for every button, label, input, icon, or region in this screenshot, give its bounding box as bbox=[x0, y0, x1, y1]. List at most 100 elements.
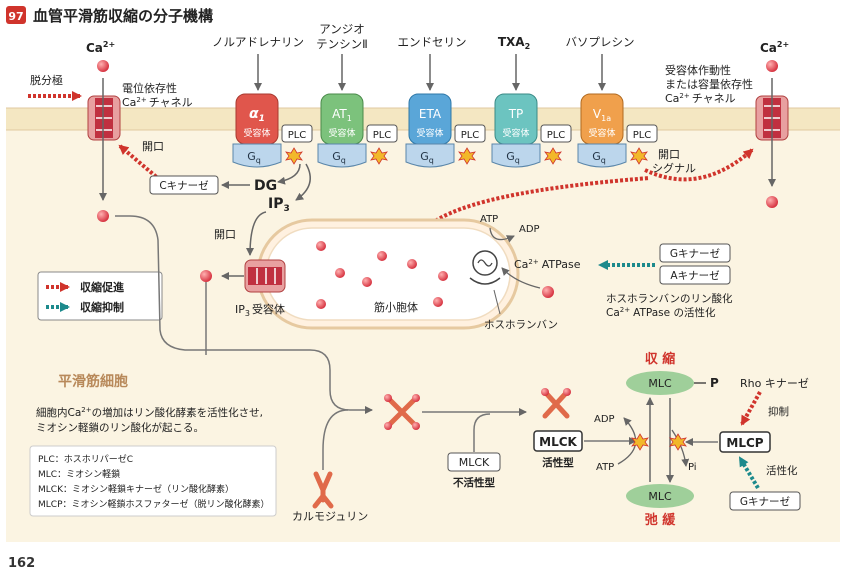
signal-to-sr-arrow bbox=[416, 176, 651, 240]
legend-inhibit-label: 収縮抑制 bbox=[80, 300, 124, 314]
svg-text:受容体: 受容体 bbox=[588, 127, 615, 139]
svg-text:Gq: Gq bbox=[506, 150, 520, 165]
gq-protein: Gq bbox=[405, 143, 455, 168]
svg-text:受容体: 受容体 bbox=[243, 127, 270, 139]
open-label-left: 開口 bbox=[142, 140, 164, 153]
svg-text:Gq: Gq bbox=[247, 150, 261, 165]
activate-label: 活性化 bbox=[766, 464, 798, 477]
svg-text:PLC: PLC bbox=[461, 130, 480, 141]
phospho-note-1: ホスホランバンのリン酸化 bbox=[606, 292, 733, 305]
phospholamban-pointer bbox=[493, 289, 501, 315]
ip3-to-receptor-arrow bbox=[246, 211, 267, 256]
calcium-ion bbox=[97, 210, 109, 222]
calcium-ion bbox=[200, 270, 212, 282]
ca-flow-line bbox=[115, 215, 373, 414]
mlck-active-label: 活性型 bbox=[542, 456, 574, 469]
gq-protein: Gq bbox=[491, 143, 541, 168]
gq-protein: Gq bbox=[577, 143, 627, 168]
calcium-ion bbox=[335, 268, 345, 278]
activation-burst-icon bbox=[370, 147, 388, 165]
phospho-note-2: Ca2+ATPase の活性化 bbox=[606, 306, 716, 319]
mlck-active-box: MLCK bbox=[533, 430, 583, 452]
ip3-open-label: 開口 bbox=[214, 228, 236, 241]
plc-box: PLC bbox=[281, 124, 313, 143]
vdcc-label-1: 電位依存性 bbox=[122, 81, 177, 95]
calmodulin-flow-line bbox=[322, 409, 349, 470]
g-kinase-activate-arrow bbox=[738, 456, 760, 490]
ip3-receptor-channel bbox=[244, 259, 286, 293]
calcium-ion bbox=[377, 251, 387, 261]
c-kinase-open-arrow bbox=[118, 144, 162, 182]
activation-burst-icon bbox=[285, 147, 303, 165]
ligand-noradrenaline: ノルアドレナリン bbox=[212, 35, 304, 49]
receptor-tp: TP 受容体 bbox=[494, 93, 538, 145]
svg-text:Aキナーゼ: Aキナーゼ bbox=[670, 270, 720, 282]
svg-text:受容体: 受容体 bbox=[416, 127, 443, 139]
ligand-angiotensin-1: アンジオ bbox=[319, 22, 365, 36]
mlc-dephosphorylated bbox=[626, 484, 694, 508]
svg-text:ETA: ETA bbox=[419, 107, 442, 121]
rho-kinase-inhibit-arrow bbox=[740, 391, 762, 426]
figure-number-badge bbox=[6, 6, 26, 24]
calcium-ion bbox=[766, 196, 778, 208]
svg-text:MLCK: MLCK bbox=[539, 435, 577, 449]
dg-label: DG bbox=[254, 178, 277, 194]
sr-label: 筋小胞体 bbox=[374, 300, 418, 314]
ca-label-right: Ca2+ bbox=[760, 40, 789, 55]
ligand-angiotensin-2: テンシンⅡ bbox=[316, 37, 368, 51]
svg-text:AT1: AT1 bbox=[332, 107, 352, 123]
calcium-ion bbox=[97, 60, 109, 72]
relaxation-label: 弛 緩 bbox=[645, 512, 677, 528]
svg-text:TP: TP bbox=[508, 107, 524, 121]
receptor-alpha1: α1 受容体 bbox=[235, 93, 279, 145]
svg-text:PLC: PLC bbox=[633, 130, 652, 141]
c-kinase-box: Cキナーゼ bbox=[149, 175, 219, 195]
plc-box: PLC bbox=[454, 124, 486, 143]
contraction-label: 収 縮 bbox=[645, 351, 676, 367]
cell-note-1: 細胞内Ca2+の増加はリン酸化酵素を活性化させ, bbox=[36, 406, 263, 419]
inhibit-label: 抑制 bbox=[768, 405, 789, 418]
mlc-adp-label: ADP bbox=[594, 414, 615, 425]
open-signal-label-2: シグナル bbox=[652, 161, 696, 175]
svg-text:α1: α1 bbox=[249, 106, 265, 124]
calcium-ion bbox=[316, 299, 326, 309]
ligand-txa2: TXA2 bbox=[498, 35, 530, 51]
mlc-phosphorylated-label: MLC bbox=[648, 377, 672, 390]
figure-title: 血管平滑筋収縮の分子機構 bbox=[33, 7, 213, 25]
plc-box: PLC bbox=[626, 124, 658, 143]
svg-text:受容体: 受容体 bbox=[502, 127, 529, 139]
calcium-ion bbox=[438, 271, 448, 281]
pi-label: Pi bbox=[688, 462, 697, 473]
glossary-item: PLC：ホスホリパーゼC bbox=[38, 453, 133, 465]
phospholamban-label: ホスホランバン bbox=[484, 319, 558, 331]
g-kinase-box: Gキナーゼ bbox=[659, 243, 731, 263]
svg-text:PLC: PLC bbox=[547, 130, 566, 141]
svg-text:受容体: 受容体 bbox=[328, 127, 355, 139]
plc-box: PLC bbox=[366, 124, 398, 143]
ca-atpase-pump bbox=[469, 250, 501, 285]
mlck-activation-line bbox=[473, 413, 491, 452]
glossary-item: MLC：ミオシン軽鎖 bbox=[38, 468, 120, 480]
sr-adp-label: ADP bbox=[519, 224, 540, 235]
svg-text:V1a: V1a bbox=[593, 107, 611, 123]
ca-reuptake-arrow bbox=[501, 267, 541, 289]
glossary-item: MLCP：ミオシン軽鎖ホスファターゼ（脱リン酸化酵素） bbox=[38, 498, 270, 510]
mlck-inactive-label: 不活性型 bbox=[453, 476, 495, 489]
atp-hydrolysis-arrow bbox=[489, 227, 515, 243]
sr-atp-label: ATP bbox=[480, 214, 498, 225]
figure-number: 97 bbox=[8, 10, 23, 23]
svg-text:Gq: Gq bbox=[332, 150, 346, 165]
legend-promote-label: 収縮促進 bbox=[80, 280, 125, 294]
svg-text:Gq: Gq bbox=[420, 150, 434, 165]
gq-protein: Gq bbox=[317, 143, 367, 168]
receptor-at1: AT1 受容体 bbox=[320, 93, 364, 145]
vdcc-label-2: Ca2+チャネル bbox=[122, 96, 193, 109]
svg-text:Gq: Gq bbox=[592, 150, 606, 165]
plc-box: PLC bbox=[540, 124, 572, 143]
mlc-phosphorylated bbox=[626, 371, 694, 395]
glossary-item: MLCK：ミオシン軽鎖キナーゼ（リン酸化酵素） bbox=[38, 483, 234, 495]
svg-text:PLC: PLC bbox=[373, 130, 392, 141]
a-kinase-box: Aキナーゼ bbox=[659, 265, 731, 285]
